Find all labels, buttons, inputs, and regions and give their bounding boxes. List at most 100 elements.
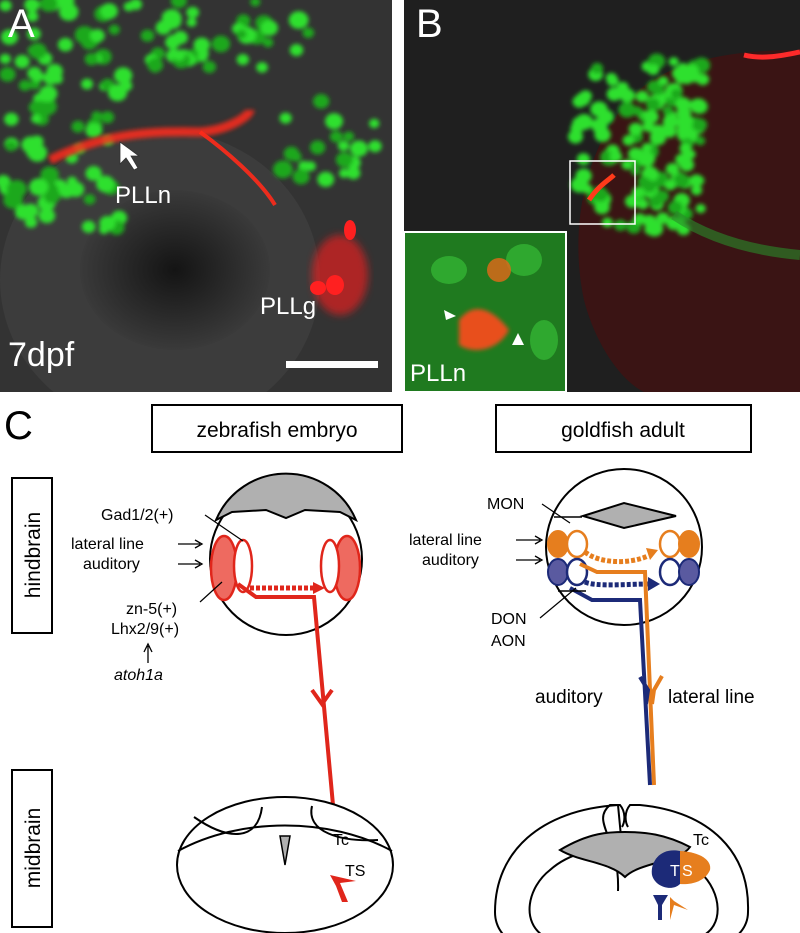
green-cell — [85, 122, 103, 138]
green-cell — [14, 54, 30, 69]
green-cell — [649, 195, 663, 208]
stage-label: 7dpf — [8, 336, 75, 374]
auditory-terminal-icon — [653, 895, 668, 920]
green-cell — [28, 101, 43, 114]
panel-a-label: A — [8, 2, 35, 46]
row-header-hindbrain — [11, 477, 53, 634]
lateral-line-tract-arrow-icon — [650, 675, 664, 705]
label-tc-z: Tc — [333, 832, 349, 849]
green-cell — [91, 111, 103, 121]
ganglion-cell — [310, 281, 326, 295]
green-cell — [83, 194, 96, 205]
green-cell — [0, 53, 11, 64]
green-cell — [609, 150, 623, 163]
green-cell — [5, 141, 17, 152]
green-cell — [575, 168, 592, 184]
green-cell — [662, 125, 677, 138]
green-cell — [193, 37, 210, 53]
green-cell — [643, 109, 659, 124]
green-cell — [279, 112, 292, 124]
label-ts-z: TS — [345, 863, 365, 880]
green-cell — [90, 29, 105, 43]
green-cell — [186, 17, 197, 27]
lateral-line-terminal-icon — [670, 897, 688, 920]
green-cell — [96, 175, 115, 193]
green-cell — [100, 111, 115, 124]
green-cell — [81, 220, 96, 233]
pll-ganglion — [312, 235, 368, 315]
green-cell — [325, 113, 344, 130]
green-cell — [309, 140, 326, 155]
green-cell — [29, 79, 41, 90]
green-cell — [46, 63, 63, 79]
green-cell — [628, 122, 643, 136]
green-cell — [657, 76, 669, 87]
green-cell — [170, 0, 187, 9]
green-cell — [292, 169, 310, 185]
green-cell — [202, 60, 217, 74]
green-cell — [692, 118, 708, 132]
label-auditory-g: auditory — [422, 552, 479, 569]
green-cell — [349, 140, 368, 157]
green-cell — [236, 29, 247, 39]
inset — [404, 231, 567, 392]
label-ts-t: T — [670, 863, 680, 880]
green-cell — [14, 204, 32, 220]
arrowhead-icon — [444, 310, 456, 320]
goldfish-hindbrain-diagram — [539, 468, 703, 786]
green-cell — [108, 24, 120, 35]
panel-a-image — [0, 0, 392, 392]
green-cell — [591, 62, 604, 74]
green-cell — [369, 118, 380, 129]
green-cell — [0, 67, 16, 82]
zebrafish-midbrain-diagram — [176, 796, 394, 933]
green-cell — [43, 188, 61, 204]
panel-b-label: B — [416, 2, 443, 46]
green-cell — [689, 98, 707, 114]
label-ts-s: S — [682, 863, 693, 880]
green-cell — [313, 94, 330, 109]
green-cell — [635, 90, 649, 103]
green-cell — [656, 212, 670, 225]
green-cell — [696, 73, 710, 86]
green-cell — [645, 98, 661, 111]
green-cell — [673, 173, 690, 188]
column-header-zebrafish — [151, 404, 403, 453]
label-lhx: Lhx2/9(+) — [111, 621, 179, 638]
green-cell — [665, 162, 680, 176]
green-cell — [662, 114, 679, 129]
arrow-right-icon — [178, 539, 204, 549]
green-cell — [256, 62, 268, 73]
green-cell — [668, 57, 679, 67]
ganglion-cell — [326, 275, 344, 295]
green-cell — [679, 143, 692, 154]
green-cell — [650, 124, 666, 138]
zebrafish-hindbrain-diagram — [199, 472, 363, 828]
green-cell — [594, 127, 611, 143]
green-cell — [165, 35, 180, 50]
green-cell — [99, 215, 116, 231]
green-cell — [147, 57, 164, 73]
green-cell — [108, 84, 128, 102]
green-cell — [288, 11, 309, 29]
panel-b-image — [404, 0, 800, 392]
green-cell — [24, 0, 40, 12]
row-title-midbrain: midbrain — [22, 808, 45, 889]
label-lateral-line-z: lateral line — [71, 536, 144, 553]
green-cell — [679, 158, 695, 172]
ts-terminal-icon — [330, 875, 356, 902]
arrow-up-icon — [143, 642, 153, 663]
goldfish-midbrain-diagram — [493, 804, 750, 933]
green-cell — [616, 81, 629, 93]
green-cell — [0, 0, 12, 12]
green-cell — [81, 78, 94, 90]
green-cell — [343, 131, 355, 142]
green-cells — [0, 0, 382, 235]
green-cell — [632, 186, 645, 199]
red-edge — [743, 49, 800, 60]
green-cell — [84, 52, 99, 66]
lateral-line-projection — [579, 562, 656, 786]
green-cell — [695, 203, 706, 214]
arrow-right-icon — [516, 535, 544, 545]
green-cell — [39, 0, 58, 12]
